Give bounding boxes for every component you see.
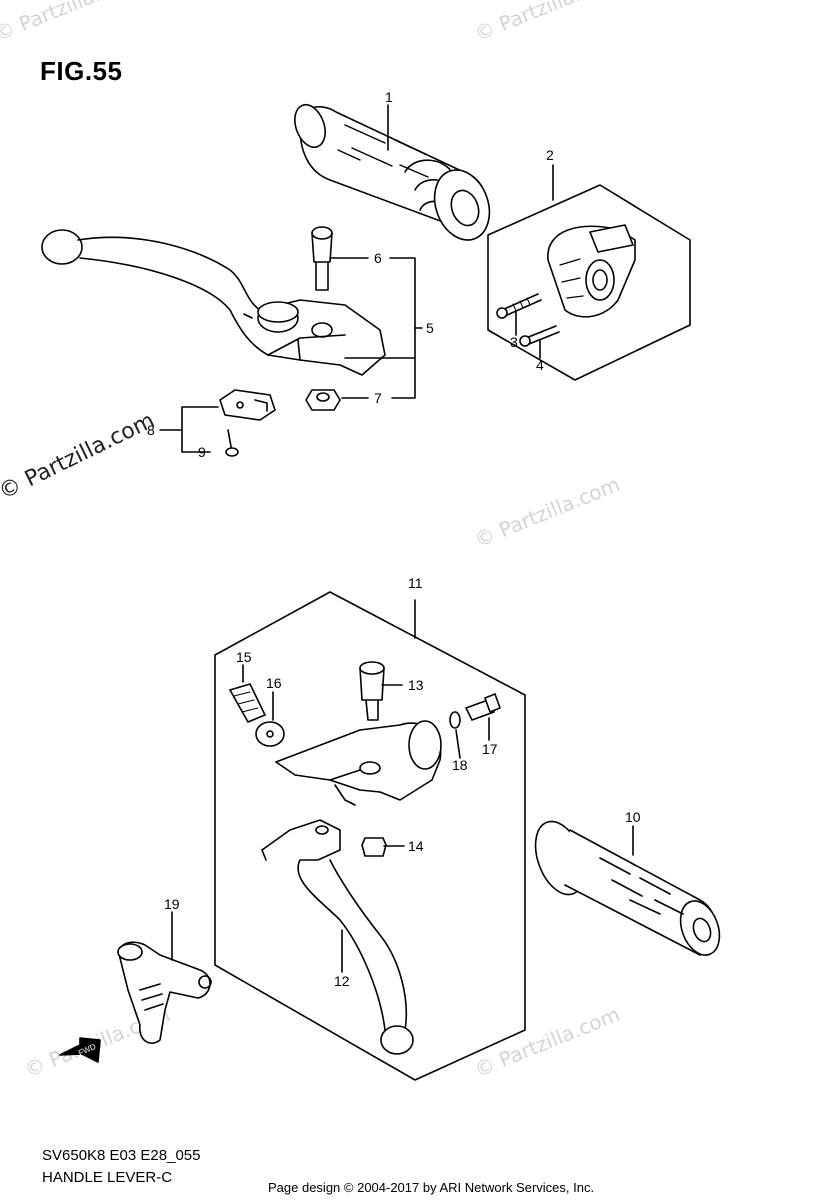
- clamp-bolt-part[interactable]: [465, 693, 501, 721]
- callout-11: 11: [408, 575, 423, 591]
- callout-15: 15: [236, 649, 252, 665]
- pivot-bolt-part[interactable]: [311, 226, 333, 291]
- screw-part[interactable]: [519, 325, 560, 347]
- callout-1: 1: [385, 89, 393, 105]
- forward-arrow-icon: [59, 1037, 101, 1063]
- callout-8: 8: [147, 422, 155, 438]
- switch-screw-part[interactable]: [225, 429, 239, 457]
- callout-18: 18: [452, 757, 468, 773]
- callout-7: 7: [374, 390, 382, 406]
- copyright-notice: Page design © 2004-2017 by ARI Network S…: [268, 1180, 595, 1195]
- washer-part[interactable]: [449, 711, 461, 729]
- callout-6: 6: [374, 250, 382, 266]
- callout-labels: 1 2 3 4 5 6 7 8 9 10 11 12 13 14 15 16 1…: [77, 89, 641, 1058]
- brake-switch-part[interactable]: [219, 389, 276, 421]
- pivot-nut-part[interactable]: [305, 389, 341, 411]
- callout-2: 2: [546, 147, 554, 163]
- screw-part[interactable]: [496, 293, 542, 319]
- callout-4: 4: [536, 357, 544, 373]
- clutch-bracket-part[interactable]: [275, 720, 442, 806]
- clutch-switch-part[interactable]: [117, 941, 212, 1044]
- clutch-lever-part[interactable]: [261, 819, 414, 1055]
- callout-19: 19: [164, 896, 180, 912]
- callout-10: 10: [625, 809, 641, 825]
- adjuster-part[interactable]: [229, 683, 266, 723]
- callout-3: 3: [510, 334, 518, 350]
- figure-title: FIG.55: [40, 56, 123, 86]
- callout-16: 16: [266, 675, 282, 691]
- adjuster-wheel-part[interactable]: [255, 721, 285, 747]
- diagram-name: HANDLE LEVER-C: [42, 1169, 173, 1186]
- callout-12: 12: [334, 973, 350, 989]
- callout-13: 13: [408, 677, 424, 693]
- callout-14: 14: [408, 838, 424, 854]
- callout-5: 5: [426, 320, 434, 336]
- callout-9: 9: [198, 444, 206, 460]
- pivot-nut-part[interactable]: [361, 837, 387, 857]
- diagram-code: SV650K8 E03 E28_055: [42, 1147, 201, 1164]
- left-grip-part[interactable]: [526, 815, 726, 961]
- pivot-bolt-part[interactable]: [359, 661, 385, 721]
- callout-17: 17: [482, 741, 498, 757]
- throttle-grip-part[interactable]: [289, 101, 498, 248]
- switch-housing-part[interactable]: [547, 224, 636, 318]
- brake-lever-part[interactable]: [41, 229, 386, 376]
